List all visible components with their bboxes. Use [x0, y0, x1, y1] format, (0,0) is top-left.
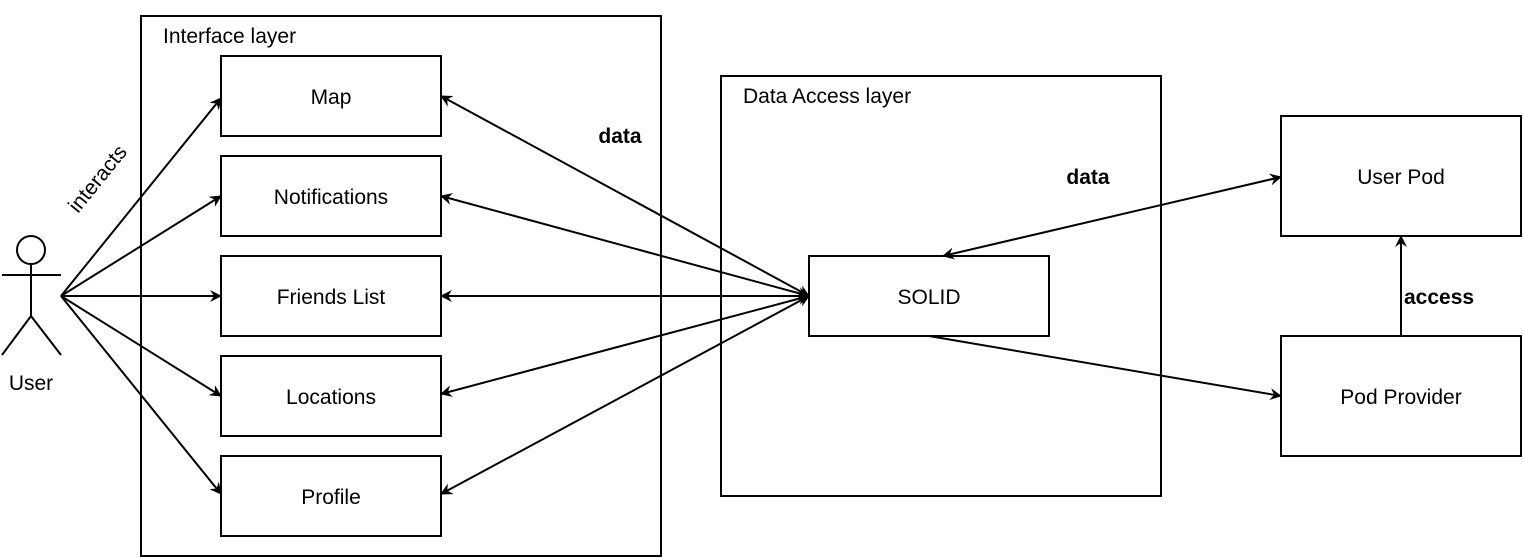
- pod-data-edge-label: data: [1066, 166, 1110, 189]
- friends-list-label: Friends List: [277, 286, 386, 309]
- user-actor-label: User: [9, 372, 53, 395]
- edge-notifications-solid: [440, 193, 810, 299]
- edge-user-to-notifications: [60, 195, 222, 297]
- edge-user-to-locations: [60, 295, 222, 397]
- edge-user-to-profile: [60, 295, 222, 495]
- edge-profile-solid: [440, 295, 810, 495]
- edge-solid-user-pod: [942, 173, 1282, 260]
- pod-provider-label: Pod Provider: [1340, 386, 1461, 409]
- edge-solid-pod-provider: [928, 335, 1282, 401]
- locations-box: [220, 355, 442, 437]
- interface-layer-title: Interface layer: [163, 25, 296, 48]
- profile-box: [220, 455, 442, 537]
- user-pod-label: User Pod: [1357, 166, 1445, 189]
- user-actor-icon: [1, 235, 62, 356]
- user-pod-box: [1280, 115, 1522, 237]
- access-edge-label: access: [1404, 286, 1474, 309]
- profile-label: Profile: [301, 486, 361, 509]
- map-box: [220, 55, 442, 137]
- map-label: Map: [311, 86, 352, 109]
- edge-user-to-map: [60, 97, 222, 297]
- solid-label: SOLID: [897, 286, 960, 309]
- interface-data-edge-label: data: [598, 125, 642, 148]
- edge-locations-solid: [440, 293, 810, 397]
- notifications-label: Notifications: [274, 186, 388, 209]
- interacts-edge-label: interacts: [64, 141, 132, 217]
- locations-label: Locations: [286, 386, 376, 409]
- data-access-layer-title: Data Access layer: [743, 85, 911, 108]
